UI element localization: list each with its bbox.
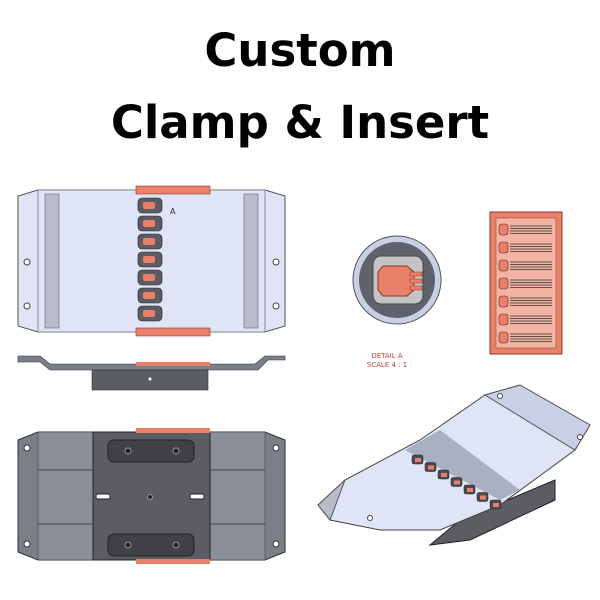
insert-cell — [498, 277, 509, 290]
iso-chain-insert — [441, 473, 447, 477]
detail-scale: SCALE 4 : 1 — [366, 361, 408, 369]
bottom-view — [17, 428, 286, 564]
chain-insert — [143, 310, 155, 317]
chain-insert — [143, 202, 155, 209]
detail-label: DETAIL A — [371, 352, 403, 360]
insert-cell — [498, 313, 509, 326]
iso-chain-insert — [493, 503, 499, 507]
insert-view — [489, 211, 563, 355]
title-line-2: Clamp & Insert — [110, 96, 490, 149]
iso-chain-insert — [467, 488, 473, 492]
iso-chain-insert — [480, 495, 486, 500]
title-line-1: Custom — [204, 24, 396, 77]
chain-insert — [143, 220, 155, 227]
side-view — [17, 355, 286, 391]
insert-cell — [498, 259, 509, 272]
top-view — [17, 185, 286, 337]
insert-cell — [498, 295, 509, 308]
detail-marker: A — [170, 207, 176, 216]
chain-insert — [143, 256, 155, 263]
iso-chain-insert — [415, 458, 421, 462]
chain-insert — [143, 274, 155, 281]
isometric-view — [317, 384, 591, 546]
insert-cell — [498, 223, 509, 236]
insert-cell — [498, 331, 509, 344]
iso-chain-insert — [428, 465, 434, 470]
insert-cell — [498, 241, 509, 254]
chain-insert — [143, 238, 155, 245]
detail-a-view — [352, 235, 442, 325]
iso-chain-insert — [454, 480, 460, 485]
chain-insert — [143, 292, 155, 299]
